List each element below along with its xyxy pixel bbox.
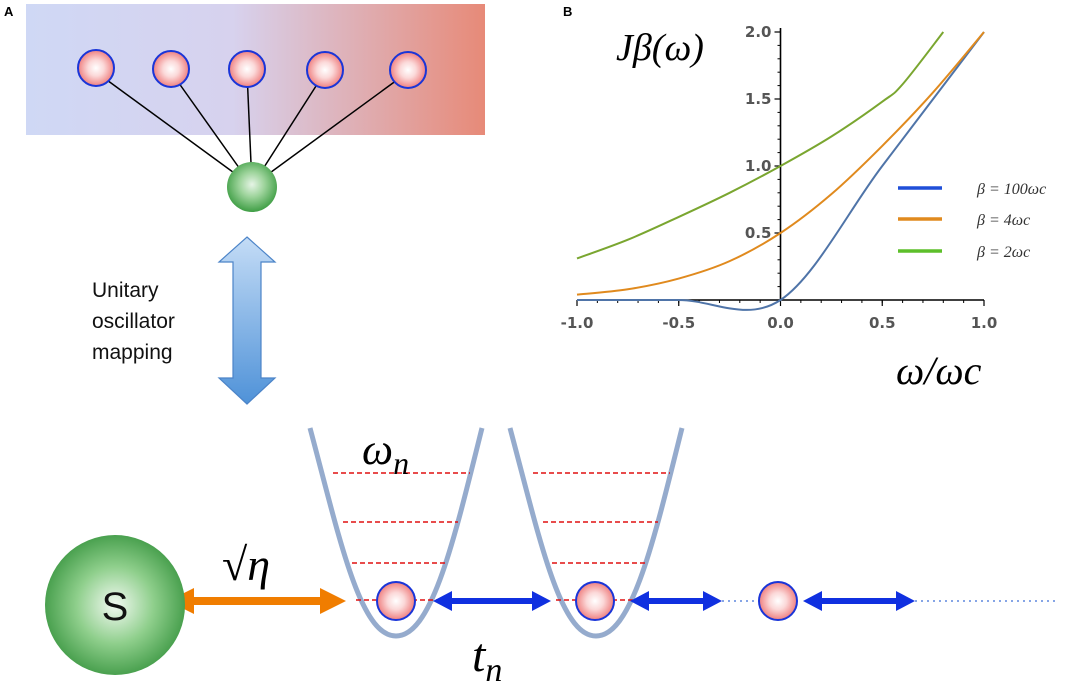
spectral-density-chart: -1.0 -0.5 0.0 0.5 1.0 0.5 1.0 1.5 2.0 Jβ(ω) ω/ωc β … — [561, 23, 1047, 393]
system-s-label: S — [102, 585, 129, 629]
x-tick-label: -0.5 — [662, 314, 695, 332]
y-tick-label: 2.0 — [745, 23, 772, 41]
hopping-arrow — [803, 591, 915, 611]
chain-oscillator — [758, 581, 798, 621]
mapping-double-arrow — [217, 236, 277, 405]
bath-oscillator — [228, 50, 266, 88]
series-line — [576, 31, 985, 296]
potential-well — [307, 427, 485, 639]
frequency-label: ωn — [362, 425, 409, 481]
x-axis-label: ω/ωc — [896, 348, 982, 393]
legend-label: β = 100ωc — [976, 181, 1046, 198]
y-tick-label: 1.5 — [745, 90, 772, 108]
y-tick-label: 1.0 — [745, 157, 772, 175]
bath-oscillator — [389, 51, 427, 89]
x-tick-label: 0.5 — [869, 314, 896, 332]
hopping-arrow — [630, 591, 722, 611]
y-axis-label: Jβ(ω) — [616, 27, 704, 69]
x-tick-label: -1.0 — [561, 314, 594, 332]
x-tick-label: 0.0 — [767, 314, 794, 332]
bath-oscillator — [306, 51, 344, 89]
legend-label: β = 2ωc — [976, 244, 1030, 261]
series-line — [576, 31, 985, 311]
system-s — [45, 535, 185, 675]
hopping-arrow — [433, 591, 551, 611]
mapping-line: mapping — [92, 341, 173, 364]
panel-b-label: B — [563, 4, 572, 19]
bath-links — [95, 71, 409, 187]
panel-a-label: A — [4, 4, 14, 19]
system-node — [227, 162, 277, 212]
bath-oscillators — [77, 49, 427, 89]
mapping-line: Unitary — [92, 279, 159, 302]
hopping-label: tn — [472, 629, 502, 686]
bath-oscillator — [152, 50, 190, 88]
potential-well — [507, 427, 685, 639]
chain-oscillator — [376, 581, 416, 621]
coupling-arrow — [168, 588, 346, 614]
legend-label: β = 4ωc — [976, 212, 1030, 229]
bath-oscillator — [77, 49, 115, 87]
chain-oscillator — [575, 581, 615, 621]
mapping-text: Unitary oscillator mapping — [92, 279, 181, 364]
coupling-label: √η — [222, 539, 270, 590]
mapping-line: oscillator — [92, 310, 175, 333]
series-line — [576, 31, 945, 260]
x-tick-label: 1.0 — [971, 314, 998, 332]
y-tick-label: 0.5 — [745, 224, 772, 242]
